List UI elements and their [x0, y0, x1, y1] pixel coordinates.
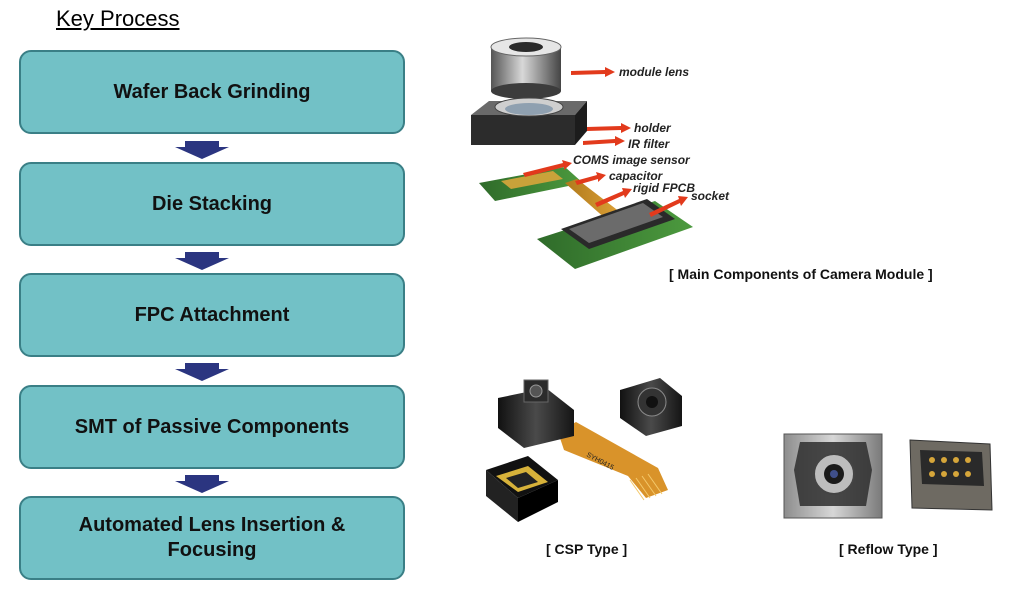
step-label: Die Stacking: [151, 192, 273, 215]
holder: [471, 97, 587, 145]
reflow-module-bottom: [909, 439, 993, 511]
label-socket: socket: [691, 189, 730, 203]
page-title: Key Process: [56, 6, 180, 31]
step-label: Automated Lens Insertion & Focusing: [78, 514, 346, 561]
step-die-stacking: Die Stacking: [19, 162, 405, 246]
step-fpc-attachment: FPC Attachment: [19, 273, 405, 357]
label-module-lens: module lens: [619, 65, 689, 79]
module-lens: [490, 37, 562, 99]
step-label: SMT of Passive Components: [74, 415, 350, 438]
label-ir-filter: IR filter: [628, 137, 671, 151]
csp-chip: [486, 456, 558, 522]
step-label: FPC Attachment: [134, 303, 290, 326]
label-capacitor: capacitor: [609, 169, 664, 183]
camera-module-caption: [ Main Components of Camera Module ]: [669, 266, 933, 282]
sensor-board: [479, 167, 693, 269]
pointer-arrows: [523, 67, 688, 217]
csp-caption: [ CSP Type ]: [546, 541, 628, 557]
down-arrow-icon: [175, 363, 229, 381]
step-smt-passive-components: SMT of Passive Components: [19, 385, 405, 469]
down-arrow-icon: [175, 475, 229, 493]
label-image-sensor: COMS image sensor: [573, 153, 691, 167]
reflow-type-photo: [783, 433, 993, 519]
down-arrow-icon: [175, 141, 229, 159]
down-arrow-icon: [175, 252, 229, 270]
reflow-module-top: [783, 433, 883, 519]
label-rigid-fpcb: rigid FPCB: [633, 181, 695, 195]
reflow-caption: [ Reflow Type ]: [839, 541, 938, 557]
camera-module-exploded-diagram: module lens holder IR filter COMS image …: [471, 37, 730, 269]
step-label: Wafer Back Grinding: [113, 80, 311, 103]
csp-type-photo: SYH0415: [486, 378, 682, 522]
label-holder: holder: [634, 121, 672, 135]
step-lens-insertion-focusing: Automated Lens Insertion & Focusing: [19, 496, 405, 580]
step-wafer-back-grinding: Wafer Back Grinding: [19, 50, 405, 134]
csp-module: [620, 378, 682, 436]
